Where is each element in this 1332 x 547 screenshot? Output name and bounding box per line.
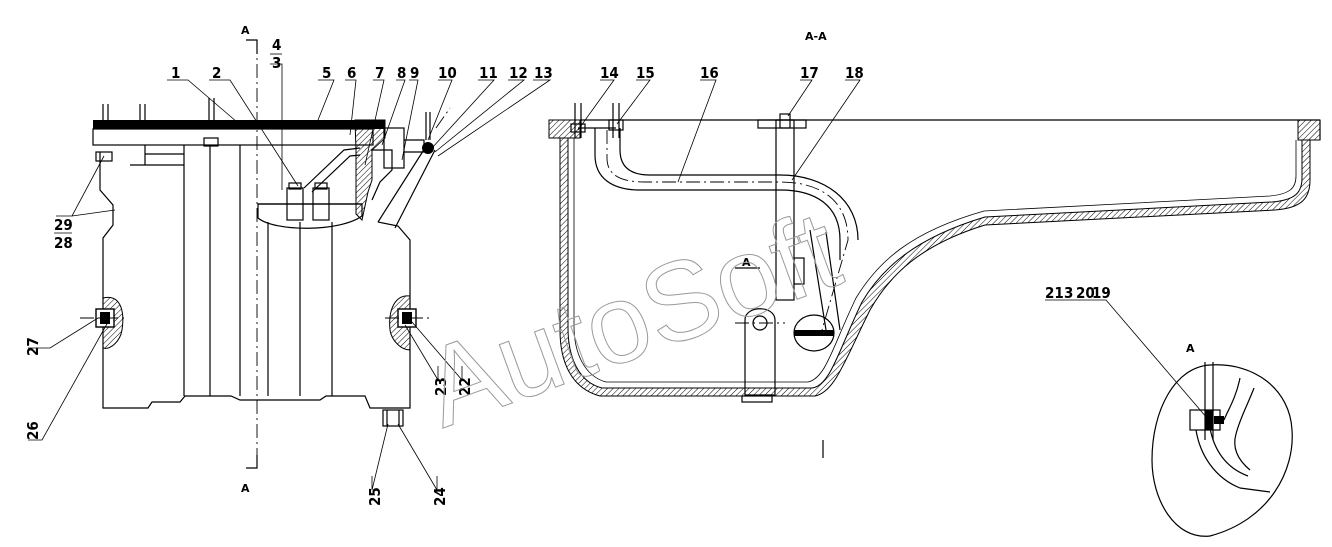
callout-23: 23 bbox=[432, 377, 450, 396]
front-oil-tube bbox=[303, 147, 361, 189]
leader-lines bbox=[28, 63, 1208, 492]
callout-28: 28 bbox=[54, 234, 73, 252]
front-body-outline bbox=[99, 152, 411, 409]
callout-10: 10 bbox=[438, 64, 457, 82]
section-title-aa: A-A bbox=[805, 30, 827, 43]
callout-12: 12 bbox=[509, 64, 528, 82]
drain-plug bbox=[382, 409, 404, 427]
callout-19: 19 bbox=[1092, 284, 1111, 302]
callout-18: 18 bbox=[845, 64, 864, 82]
front-side-wall bbox=[354, 119, 386, 222]
watermark: AutoSoft bbox=[408, 186, 854, 450]
section-mark-a-mid: A bbox=[742, 256, 751, 269]
callout-6: 6 bbox=[347, 64, 356, 82]
front-dipstick-tube bbox=[377, 147, 426, 223]
section-mark-a-top: A bbox=[241, 24, 250, 37]
detail-outline bbox=[1151, 364, 1293, 537]
callout-29: 29 bbox=[54, 216, 73, 234]
callout-16: 16 bbox=[700, 64, 719, 82]
detail-view-a bbox=[1151, 362, 1293, 537]
callout-14: 14 bbox=[600, 64, 619, 82]
section-bolts bbox=[570, 103, 624, 138]
callout-5: 5 bbox=[322, 64, 331, 82]
callout-26: 26 bbox=[24, 421, 42, 440]
callout-8: 8 bbox=[397, 64, 406, 82]
detail-pipe bbox=[1223, 377, 1241, 421]
front-ribs bbox=[130, 145, 333, 396]
callout-3: 3 bbox=[272, 54, 281, 72]
suction-pipe bbox=[594, 128, 841, 260]
callout-2: 2 bbox=[212, 64, 221, 82]
callout-1: 1 bbox=[171, 64, 180, 82]
callout-22: 22 bbox=[456, 377, 474, 396]
callout-7: 7 bbox=[375, 64, 384, 82]
section-marks: A A A-A A A bbox=[241, 24, 1195, 495]
callout-17: 17 bbox=[800, 64, 819, 82]
front-inner-bowl bbox=[257, 203, 363, 229]
callout-25: 25 bbox=[366, 487, 384, 506]
callout-15: 15 bbox=[636, 64, 655, 82]
pan-drain-boss bbox=[741, 395, 773, 403]
section-mark-a-detail: A bbox=[1186, 342, 1195, 355]
lower-bracket bbox=[744, 308, 776, 396]
pan-inner-line bbox=[573, 138, 1297, 383]
callout-24: 24 bbox=[431, 487, 449, 506]
section-view bbox=[548, 103, 1321, 458]
callout-21: 21 bbox=[1045, 284, 1064, 302]
callout-4: 4 bbox=[272, 36, 281, 54]
callout-9: 9 bbox=[410, 64, 419, 82]
callout-27: 27 bbox=[24, 337, 42, 356]
pan-wall bbox=[559, 137, 1311, 397]
callout-13: 13 bbox=[534, 64, 553, 82]
callout-20: 20 bbox=[1076, 284, 1095, 302]
front-view bbox=[80, 39, 451, 469]
callout-labels: 1 2 4 3 5 6 7 8 9 10 11 12 13 14 15 16 1… bbox=[24, 36, 1111, 506]
callout-3b: 3 bbox=[1064, 284, 1073, 302]
top-flange bbox=[93, 120, 385, 129]
section-mark-a-bottom: A bbox=[241, 482, 250, 495]
callout-11: 11 bbox=[479, 64, 498, 82]
flange-studs bbox=[95, 98, 219, 162]
